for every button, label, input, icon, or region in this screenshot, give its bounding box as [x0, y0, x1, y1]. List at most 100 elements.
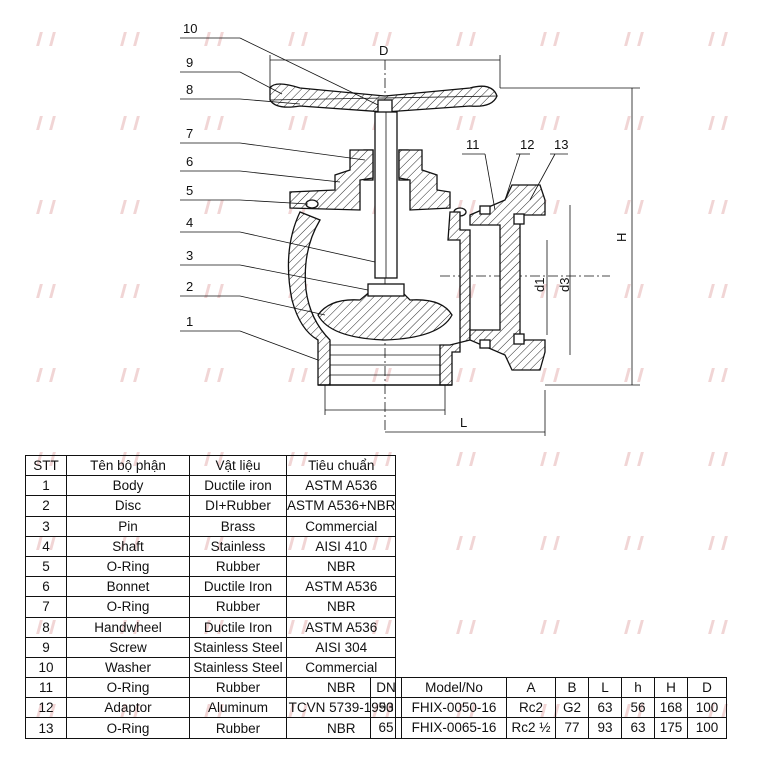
watermark-mark [710, 618, 736, 636]
table-cell: 50 [370, 697, 402, 719]
table-cell: O-Ring [66, 677, 190, 699]
table-cell: Ductile Iron [189, 576, 287, 598]
watermark-mark [458, 618, 484, 636]
callout-11: 11 [462, 137, 496, 211]
table-cell: 56 [621, 697, 655, 719]
callout-10: 10 [180, 21, 379, 106]
table-cell: Screw [66, 636, 190, 658]
header-part-name: Tên bộ phận [66, 454, 190, 477]
header-model: Model/No [401, 676, 507, 699]
svg-text:2: 2 [186, 279, 193, 294]
dims-table-header: DN Model/No A B L h H D [370, 676, 727, 699]
callout-5: 5 [180, 183, 309, 205]
callout-4: 4 [180, 215, 376, 263]
watermark-mark [710, 534, 736, 552]
svg-text:7: 7 [186, 126, 193, 141]
table-cell: 5 [25, 555, 67, 578]
svg-text:1: 1 [186, 314, 193, 329]
table-cell: Rc2 ½ [506, 717, 556, 739]
table-cell: 3 [25, 515, 67, 537]
parts-table-header: STT Tên bộ phận Vật liệu Tiêu chuẩn [25, 454, 397, 477]
callout-2: 2 [180, 279, 326, 316]
table-cell: Stainless [189, 535, 287, 557]
table-cell: Aluminum [189, 697, 287, 719]
table-cell: 11 [25, 677, 67, 699]
table-cell: 9 [25, 636, 67, 658]
callout-12: 12 [504, 137, 534, 201]
shaft [363, 111, 409, 279]
table-cell: DI+Rubber [189, 495, 287, 517]
dim-label-H: H [614, 233, 629, 242]
table-cell: O-Ring [66, 717, 190, 739]
header-dn: DN [370, 676, 402, 699]
table-cell: Rc2 [506, 697, 556, 719]
svg-text:4: 4 [186, 215, 193, 230]
table-cell: NBR [285, 555, 397, 578]
watermark-mark [626, 618, 652, 636]
table-cell: Disc [66, 495, 190, 517]
svg-text:10: 10 [183, 21, 197, 36]
table-cell: Rubber [189, 555, 287, 578]
table-cell: Commercial [285, 515, 397, 537]
svg-text:3: 3 [186, 248, 193, 263]
valve-body [287, 211, 471, 386]
table-cell: Brass [189, 515, 287, 537]
table-cell: 2 [25, 495, 67, 517]
table-cell: 65 [370, 717, 402, 739]
callout-9: 9 [180, 55, 283, 95]
table-cell: Washer [66, 656, 190, 679]
table-cell: Bonnet [66, 576, 190, 598]
table-cell: 100 [687, 717, 727, 739]
dimension-D: D [269, 43, 501, 88]
table-cell: Ductile iron [189, 475, 287, 497]
callout-1: 1 [180, 314, 319, 361]
table-cell: Handwheel [66, 616, 190, 638]
table-cell: 175 [654, 717, 688, 739]
callout-7: 7 [180, 126, 366, 161]
table-cell: AISI 410 [285, 535, 397, 557]
table-cell: NBR [285, 717, 397, 739]
header-standard: Tiêu chuẩn [285, 454, 397, 477]
table-cell: 1 [25, 475, 67, 497]
table-cell: Rubber [189, 596, 287, 618]
table-cell: 6 [25, 576, 67, 598]
table-cell: ASTM A536 [285, 576, 397, 598]
dim-label-D: D [379, 43, 388, 58]
table-cell: ASTM A536+NBR [285, 495, 397, 517]
table-cell: 168 [654, 697, 688, 719]
dim-label-d1: d1 [532, 278, 547, 292]
table-cell: 93 [588, 717, 622, 739]
table-cell: O-Ring [66, 555, 190, 578]
table-cell: 63 [588, 697, 622, 719]
table-cell: 12 [25, 697, 67, 719]
table-cell: 7 [25, 596, 67, 618]
table-cell: Shaft [66, 535, 190, 557]
header-stt: STT [25, 454, 67, 477]
dimension-H: H [500, 87, 640, 386]
svg-text:12: 12 [520, 137, 534, 152]
dimension-bottom [324, 385, 446, 415]
svg-text:5: 5 [186, 183, 193, 198]
watermark-mark [542, 534, 568, 552]
svg-text:6: 6 [186, 154, 193, 169]
table-cell: G2 [555, 697, 589, 719]
watermark-mark [626, 450, 652, 468]
table-cell: ASTM A536 [285, 616, 397, 638]
callouts: 10 9 8 7 6 5 4 3 2 1 11 12 13 [180, 21, 568, 361]
callout-8: 8 [180, 82, 301, 105]
header-l: L [588, 676, 622, 699]
table-cell: Pin [66, 515, 190, 537]
dim-label-L: L [460, 415, 467, 430]
